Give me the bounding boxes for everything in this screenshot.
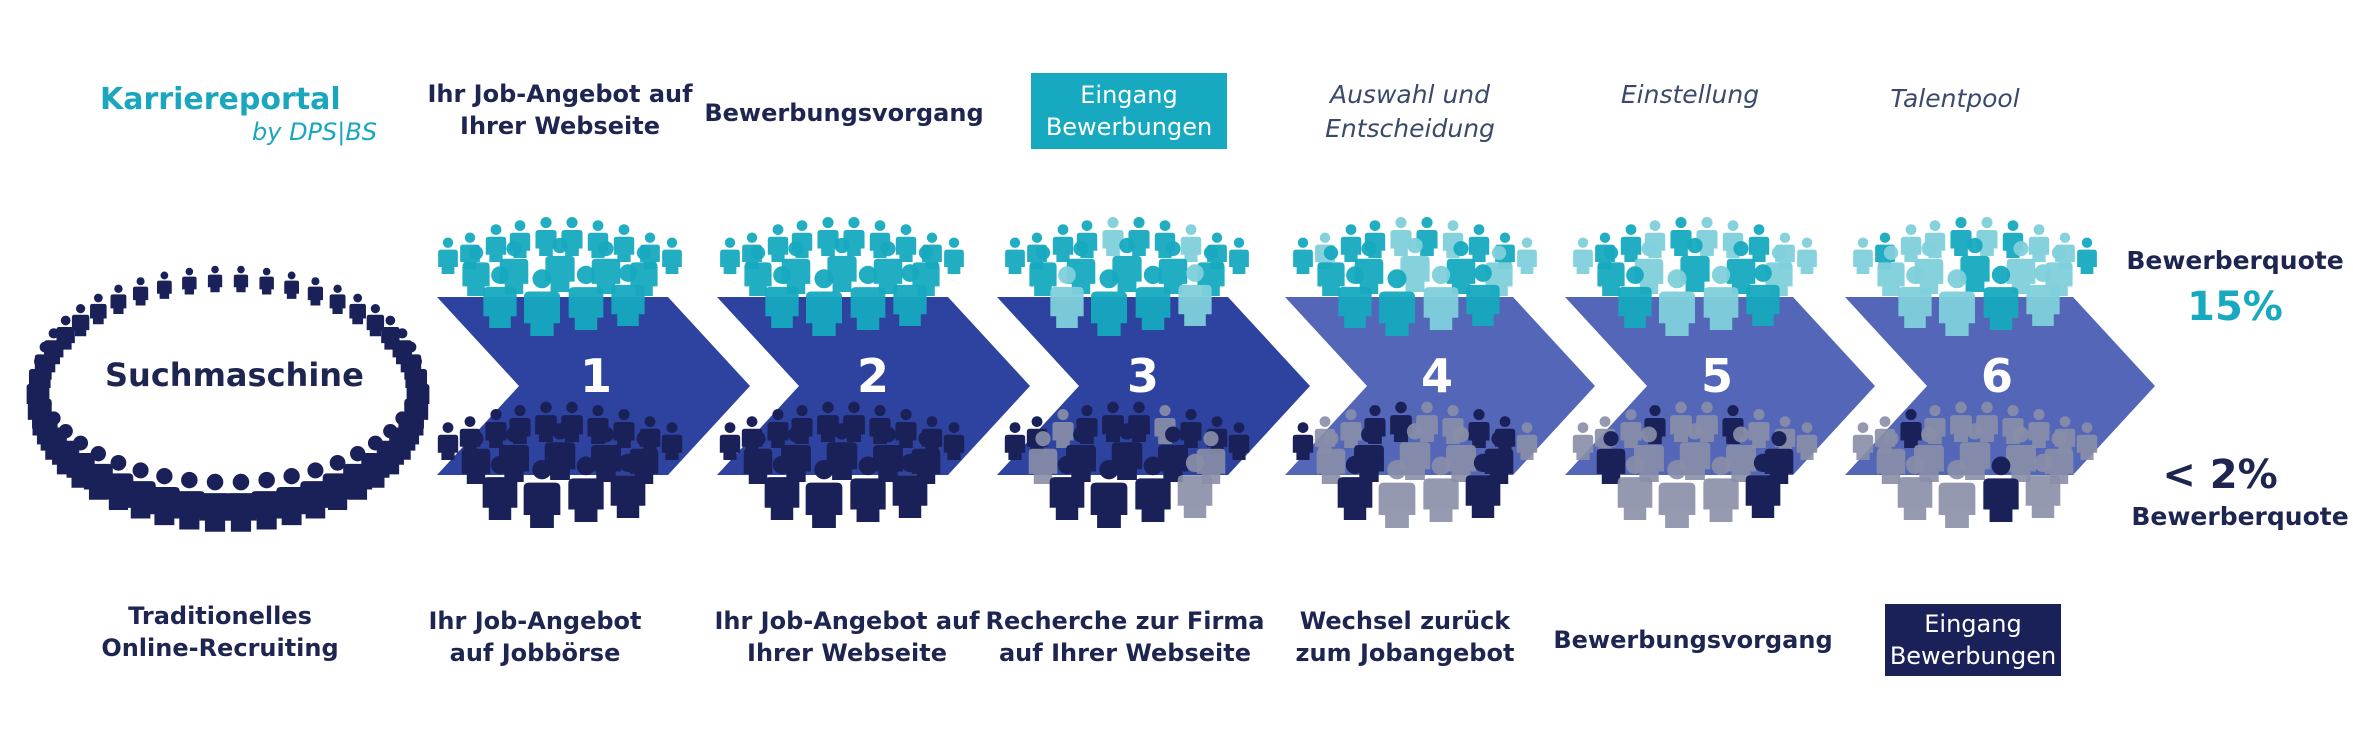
person-icon (1468, 224, 1490, 262)
person-icon (1229, 237, 1249, 274)
person-icon (535, 216, 557, 256)
step-number-2: 2 (857, 349, 889, 403)
person-icon (307, 277, 324, 306)
search-engine-label: Suchmaschine (105, 356, 364, 394)
top-step-5-label: Einstellung (1620, 80, 1760, 109)
person-icon (1293, 237, 1313, 274)
portal-rate-value: 15% (2187, 284, 2283, 330)
person-icon (1573, 237, 1593, 274)
person-icon (1950, 216, 1972, 256)
person-icon (2077, 237, 2097, 274)
person-icon (2028, 224, 2050, 262)
person-icon (110, 284, 127, 314)
person-icon (485, 224, 507, 262)
person-icon (1102, 216, 1124, 256)
person-icon (1748, 224, 1770, 262)
person-icon (90, 293, 107, 325)
person-icon (207, 265, 223, 293)
step-number-1: 1 (580, 349, 612, 403)
step-number-4: 4 (1421, 349, 1453, 403)
person-icon (1517, 237, 1537, 274)
person-icon (1052, 224, 1074, 262)
step-number-3: 3 (1127, 349, 1159, 403)
person-icon (329, 284, 346, 314)
person-icon (1797, 237, 1817, 274)
search-engine-ring (26, 265, 430, 532)
step-number-5: 5 (1701, 349, 1733, 403)
bottom-step-5-label: Bewerbungsvorgang (1553, 626, 1833, 654)
portal-rate-label: Bewerberquote (2126, 246, 2344, 275)
person-icon (233, 265, 249, 293)
person-icon (1005, 237, 1025, 274)
person-icon (156, 271, 172, 299)
person-icon (1340, 224, 1362, 262)
traditional-rate-value: < 2% (2162, 452, 2278, 498)
top-step-2-label: Bewerbungsvorgang (704, 99, 984, 127)
person-icon (767, 224, 789, 262)
brand-name: Karriereportal (100, 82, 341, 117)
person-icon (437, 422, 459, 460)
person-icon (895, 224, 917, 262)
person-icon (944, 237, 964, 274)
brand-tagline: by DPS|BS (252, 118, 378, 146)
person-icon (662, 237, 682, 274)
traditional-rate-label: Bewerberquote (2131, 502, 2349, 531)
person-icon (1390, 216, 1412, 256)
step-number-6: 6 (1981, 349, 2013, 403)
person-icon (349, 293, 366, 325)
person-icon (1180, 224, 1202, 262)
person-icon (438, 237, 458, 274)
person-icon (259, 267, 274, 295)
step-numbers: 1 2 3 4 5 6 (580, 349, 2013, 403)
person-icon (720, 237, 740, 274)
person-icon (613, 224, 635, 262)
person-icon (1620, 224, 1642, 262)
person-icon (182, 267, 197, 295)
person-icon (1853, 237, 1873, 274)
person-icon (817, 216, 839, 256)
person-icon (1900, 224, 1922, 262)
person-icon (1670, 216, 1692, 256)
top-step-6-label: Talentpool (1890, 84, 2020, 113)
person-icon (132, 277, 149, 306)
person-icon (284, 271, 300, 299)
